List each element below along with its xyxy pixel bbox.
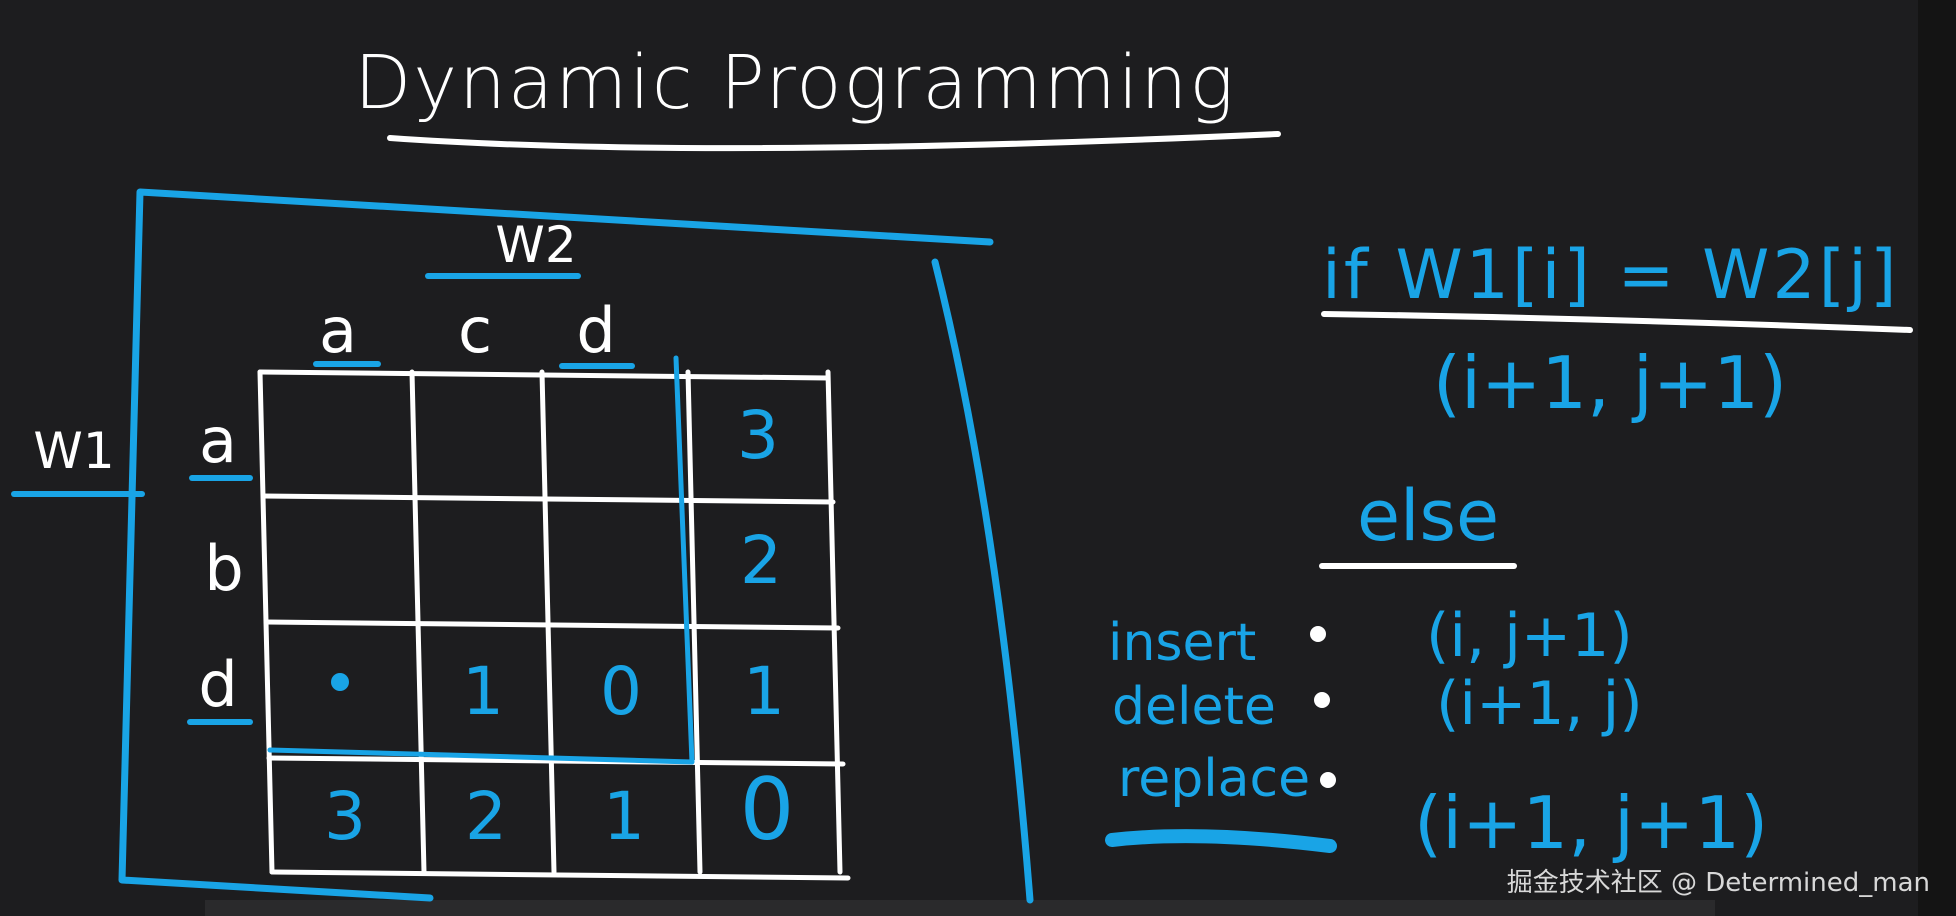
grid-cell-value: 1 xyxy=(462,653,504,730)
grid-cell-value: 1 xyxy=(603,778,645,855)
match-result: (i+1, j+1) xyxy=(1433,341,1787,425)
dp-grid xyxy=(257,369,851,881)
op-replace-bullet xyxy=(1320,772,1336,788)
grid-cell-value: 2 xyxy=(740,522,782,599)
op-insert-formula: (i, j+1) xyxy=(1426,601,1633,671)
bottom-edge-strip xyxy=(205,900,1715,916)
w2-char-2: d xyxy=(576,294,615,367)
condition-divider xyxy=(1321,311,1913,333)
grid-cell-value: 0 xyxy=(600,653,642,730)
op-delete-formula: (i+1, j) xyxy=(1436,669,1643,739)
grid-row-line xyxy=(260,493,836,505)
op-insert-name: insert xyxy=(1108,613,1256,673)
w1-char-2: d xyxy=(198,648,237,721)
page-title: Dynamic Programming xyxy=(354,40,1235,126)
grid-row-line xyxy=(269,869,851,881)
op-replace-formula: (i+1, j+1) xyxy=(1414,781,1768,865)
w2-char-1: c xyxy=(458,294,492,367)
grid-cell-value: 3 xyxy=(737,397,779,474)
op-replace-highlight xyxy=(1105,829,1337,853)
grid-col-line xyxy=(825,369,843,875)
grid-row-line xyxy=(263,619,841,631)
w2-char-0: a xyxy=(319,294,357,367)
op-delete-bullet xyxy=(1314,692,1330,708)
w1-label: W1 xyxy=(33,422,114,480)
op-replace-name: replace xyxy=(1118,749,1310,809)
op-insert-bullet xyxy=(1310,626,1326,642)
dp-cells: 3 2 1 0 1 3 2 1 0 xyxy=(324,397,794,860)
cell-current-marker xyxy=(331,673,349,691)
grid-col-line xyxy=(409,369,427,875)
grid-cell-value: 0 xyxy=(740,760,795,860)
grid-col-line xyxy=(539,369,557,875)
op-delete-name: delete xyxy=(1112,677,1276,737)
grid-col-line xyxy=(257,369,275,875)
title-underline xyxy=(387,131,1281,152)
table-bracket xyxy=(118,188,994,902)
right-edge-strip xyxy=(1918,0,1956,916)
w1-char-0: a xyxy=(199,404,237,477)
table-bracket-right xyxy=(931,258,1034,904)
else-label: else xyxy=(1357,475,1499,557)
watermark: 掘金技术社区 @ Determined_man xyxy=(1506,868,1930,898)
grid-cell-value: 3 xyxy=(324,778,366,855)
grid-cell-value: 1 xyxy=(743,653,785,730)
grid-col-line xyxy=(685,369,703,875)
grid-row-line xyxy=(266,755,846,767)
w2-label: W2 xyxy=(495,216,576,274)
subproblem-outline xyxy=(267,355,695,765)
w1-char-1: b xyxy=(204,532,243,605)
match-condition: if W1[i] = W2[j] xyxy=(1322,236,1900,315)
grid-cell-value: 2 xyxy=(465,778,507,855)
